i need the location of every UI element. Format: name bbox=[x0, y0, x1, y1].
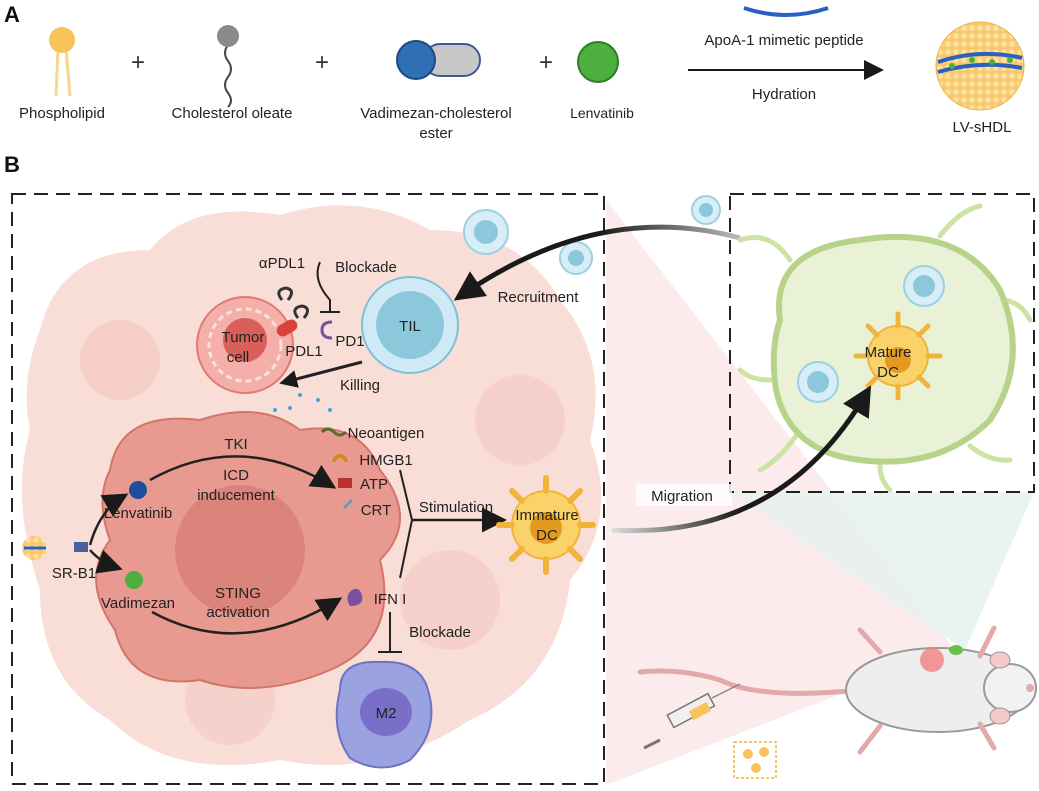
apoa1-label: ApoA-1 mimetic peptide bbox=[704, 32, 863, 49]
immature-dc-icon bbox=[496, 475, 596, 575]
vadimezan-ester-label-line2: ester bbox=[419, 125, 452, 142]
recruitment-label: Recruitment bbox=[498, 289, 580, 306]
cholesterol-oleate-label: Cholesterol oleate bbox=[172, 105, 293, 122]
lenvatinib-label: Lenvatinib bbox=[570, 105, 634, 121]
sting-arrow bbox=[151, 597, 343, 635]
phospholipid-label: Phospholipid bbox=[19, 105, 105, 122]
pd1-label: PD1 bbox=[335, 333, 364, 350]
plus-sign: + bbox=[131, 49, 145, 76]
large-tumor-cell bbox=[95, 411, 401, 689]
hmgb1-icon bbox=[332, 454, 348, 462]
blockade-inhibit-line bbox=[316, 261, 331, 312]
lymph-node-box bbox=[729, 193, 1035, 493]
recruitment-arrow bbox=[453, 224, 741, 301]
vadimezan-molecule-icon bbox=[125, 571, 143, 589]
pdl1-receptor-icon bbox=[276, 319, 298, 337]
sr-b1-receptor-icon bbox=[74, 542, 88, 552]
tumor-cell-label-line1: Tumor bbox=[222, 329, 265, 346]
lv-shdl-label: LV-sHDL bbox=[953, 119, 1012, 136]
t-cell-icon bbox=[463, 195, 721, 275]
ifn-label: IFN I bbox=[374, 591, 407, 608]
peptide-icon bbox=[743, 6, 829, 17]
mature-dc-label-line1: Mature bbox=[865, 344, 912, 361]
vadimezan-ester-label-line1: Vadimezan-cholesterol bbox=[360, 105, 511, 122]
migration-label: Migration bbox=[651, 488, 713, 505]
panel-b-label: B bbox=[4, 152, 20, 177]
vadimezan-b-label: Vadimezan bbox=[101, 595, 175, 612]
til-label: TIL bbox=[399, 318, 421, 335]
neoantigen-icon bbox=[320, 427, 348, 437]
killing-granules bbox=[273, 393, 332, 412]
blockade-top-label: Blockade bbox=[335, 259, 397, 276]
tumor-cell-label-line2: cell bbox=[227, 349, 250, 366]
atp-icon bbox=[338, 478, 352, 488]
pdl1-label: PDL1 bbox=[285, 343, 323, 360]
mouse-icon bbox=[637, 625, 1037, 755]
tki-label: TKI bbox=[224, 436, 247, 453]
mature-dc-label-line2: DC bbox=[877, 364, 899, 381]
vadimezan-uptake-arrow bbox=[89, 549, 123, 574]
migration-arrow bbox=[611, 385, 872, 534]
pdl1-antibody-icon bbox=[293, 304, 309, 319]
stimulation-label: Stimulation bbox=[419, 499, 493, 516]
crt-icon bbox=[342, 498, 354, 510]
crt-label: CRT bbox=[361, 502, 392, 519]
tki-icd-arrow bbox=[149, 455, 337, 489]
m2-label: M2 bbox=[376, 705, 397, 722]
particle-inset-icon bbox=[733, 741, 777, 779]
lenvatinib-molecule-icon bbox=[129, 481, 147, 499]
migration-label-bg bbox=[636, 484, 732, 506]
ifn-icon bbox=[347, 588, 363, 606]
vadimezan-ester-icon bbox=[396, 40, 481, 80]
tumor-cell-icon bbox=[196, 296, 294, 394]
lenvatinib-b-label: Lenvatinib bbox=[104, 505, 172, 522]
immature-dc-label-line2: DC bbox=[536, 527, 558, 544]
lv-shdl-particle-icon bbox=[935, 21, 1025, 111]
hydration-label: Hydration bbox=[752, 86, 816, 103]
sting-label-line1: STING bbox=[215, 585, 261, 602]
mature-dc-icon bbox=[853, 311, 943, 401]
killing-arrow bbox=[279, 360, 363, 388]
atp-label: ATP bbox=[360, 476, 388, 493]
icd-label-line2: inducement bbox=[197, 487, 275, 504]
phospholipid-icon bbox=[49, 27, 75, 97]
lymph-projection-wedge bbox=[730, 492, 1034, 650]
til-nucleus bbox=[376, 291, 444, 359]
neoantigen-label: Neoantigen bbox=[348, 425, 425, 442]
immature-dc-label-line1: Immature bbox=[515, 507, 578, 524]
sr-b1-label: SR-B1 bbox=[52, 565, 96, 582]
alpha-pdl1-label: αPDL1 bbox=[259, 255, 305, 272]
alpha-pdl1-antibody-icon bbox=[277, 286, 293, 301]
hmgb1-label: HMGB1 bbox=[359, 452, 412, 469]
pd1-receptor-icon bbox=[320, 320, 333, 340]
sting-label-line2: activation bbox=[206, 604, 269, 621]
blockade-bottom-label: Blockade bbox=[409, 624, 471, 641]
plus-sign: + bbox=[315, 49, 329, 76]
cholesterol-oleate-icon bbox=[217, 25, 239, 108]
plus-sign: + bbox=[539, 49, 553, 76]
tumor-box bbox=[11, 193, 605, 785]
lenvatinib-uptake-arrow bbox=[88, 493, 129, 546]
killing-label: Killing bbox=[340, 377, 380, 394]
lenvatinib-icon bbox=[577, 41, 619, 83]
lv-shdl-small-icon bbox=[22, 536, 46, 560]
syringe-icon bbox=[643, 683, 741, 750]
panel-a-label: A bbox=[4, 2, 20, 27]
m2-nucleus bbox=[360, 688, 412, 736]
icd-label-line1: ICD bbox=[223, 467, 249, 484]
